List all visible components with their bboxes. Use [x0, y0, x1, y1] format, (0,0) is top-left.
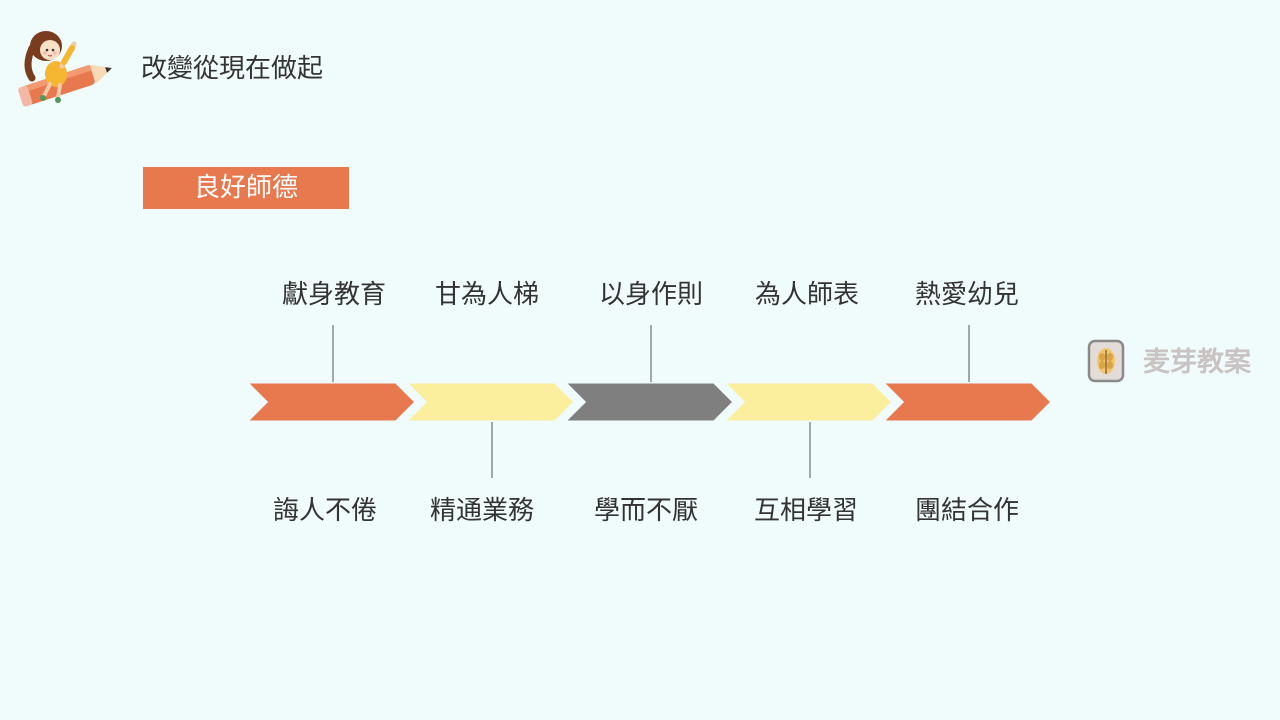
- pencil-girl-illustration: [18, 31, 112, 107]
- wheat-logo-icon: [1087, 339, 1125, 383]
- timeline-label-top: 甘為人梯: [434, 280, 539, 310]
- timeline-arrow: [560, 380, 737, 424]
- timeline-arrow: [401, 380, 578, 424]
- connector-group: [332, 325, 970, 478]
- arrow-group: [242, 380, 1055, 424]
- page-title: 改變從現在做起: [141, 54, 324, 84]
- timeline-arrow: [878, 380, 1055, 424]
- timeline-label-bottom: 誨人不倦: [272, 496, 377, 526]
- timeline-label-bottom: 精通業務: [429, 496, 534, 526]
- timeline-arrow: [719, 380, 896, 424]
- timeline-label-bottom: 互相學習: [753, 496, 858, 526]
- timeline-label-bottom: 學而不厭: [593, 496, 698, 526]
- timeline-label-top: 以身作則: [598, 280, 703, 310]
- timeline-label-bottom: 團結合作: [914, 496, 1019, 526]
- timeline-arrow: [242, 380, 419, 424]
- section-banner: 良好師德: [143, 167, 349, 209]
- timeline-label-top: 獻身教育: [281, 280, 386, 310]
- timeline-label-top: 為人師表: [754, 280, 859, 310]
- watermark-text: 麦芽教案: [1143, 347, 1251, 378]
- timeline-label-top: 熱愛幼兒: [914, 280, 1019, 310]
